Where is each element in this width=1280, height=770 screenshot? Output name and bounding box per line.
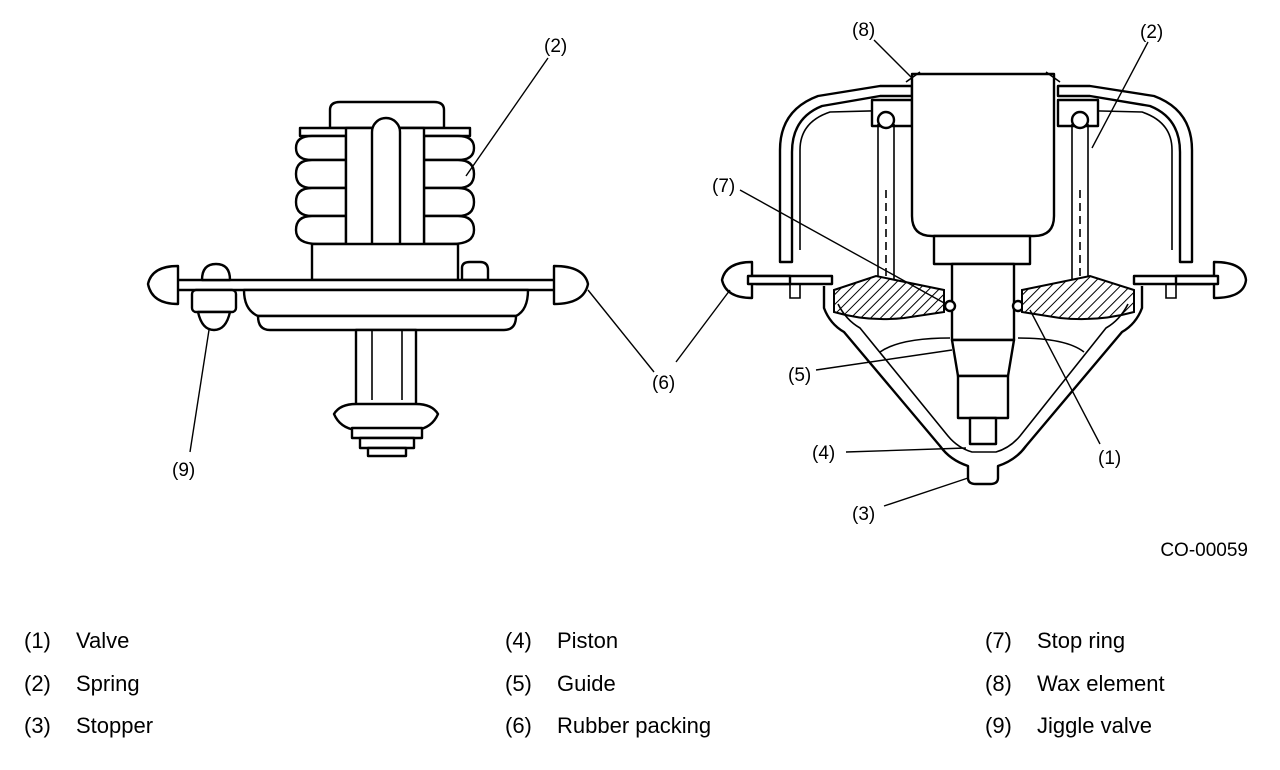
thermostat-exterior-view	[146, 100, 590, 458]
callout-piston: (4)	[812, 443, 835, 464]
callout-leaders	[189, 39, 1149, 507]
legend-item: (4) Piston	[505, 628, 618, 654]
legend-item: (5) Guide	[505, 671, 616, 697]
legend-label: Wax element	[1037, 671, 1165, 696]
callout-stop-ring: (7)	[712, 176, 735, 197]
callout-wax-element: (8)	[852, 20, 875, 41]
legend: (1)Valve (2)Spring (3)Stopper (4)Piston …	[0, 612, 1280, 762]
legend-item: (3) Stopper	[24, 713, 153, 739]
legend-num: (2)	[24, 671, 51, 696]
figure-id: CO-00059	[1160, 540, 1248, 561]
rubber-packing-section-left	[720, 260, 754, 300]
legend-num: (3)	[24, 713, 51, 738]
legend-item: (7) Stop ring	[985, 628, 1125, 654]
callout-valve: (1)	[1098, 448, 1121, 469]
legend-num: (7)	[985, 628, 1012, 653]
callout-rubber-packing: (6)	[652, 373, 675, 394]
callout-spring-left: (2)	[544, 36, 567, 57]
thermostat-diagram: (2) (6) (9) (8) (2) (7) (5) (4) (3) (1) …	[146, 20, 1248, 561]
legend-num: (5)	[505, 671, 532, 696]
legend-item: (2) Spring	[24, 671, 140, 697]
rubber-packing-section-right	[1212, 260, 1248, 300]
callout-guide: (5)	[788, 365, 811, 386]
rubber-packing-left	[146, 264, 180, 306]
thermostat-section-view	[720, 71, 1248, 486]
rubber-packing-right	[552, 264, 590, 306]
legend-label: Guide	[557, 671, 616, 696]
legend-num: (9)	[985, 713, 1012, 738]
valve-seat-right	[1021, 274, 1135, 321]
legend-num: (1)	[24, 628, 51, 653]
wax-element	[910, 72, 1056, 238]
legend-num: (8)	[985, 671, 1012, 696]
legend-item: (1) Valve	[24, 628, 129, 654]
jiggle-valve	[190, 262, 238, 332]
legend-num: (6)	[505, 713, 532, 738]
legend-item: (9) Jiggle valve	[985, 713, 1152, 739]
legend-label: Valve	[76, 628, 130, 653]
callout-stopper: (3)	[852, 504, 875, 525]
valve-seat-left	[833, 274, 945, 321]
legend-label: Jiggle valve	[1037, 713, 1152, 738]
legend-label: Piston	[557, 628, 619, 653]
legend-label: Stop ring	[1037, 628, 1126, 653]
legend-label: Spring	[76, 671, 140, 696]
spring-section	[876, 110, 1090, 310]
spring-left-coils	[294, 134, 348, 246]
legend-label: Stopper	[76, 713, 154, 738]
stop-ring	[943, 299, 957, 313]
legend-item: (8) Wax element	[985, 671, 1165, 697]
callout-spring-right: (2)	[1140, 22, 1163, 43]
legend-item: (6) Rubber packing	[505, 713, 711, 739]
legend-label: Rubber packing	[557, 713, 712, 738]
legend-num: (4)	[505, 628, 532, 653]
spring-right-coils	[422, 134, 476, 246]
callout-jiggle-valve: (9)	[172, 460, 195, 481]
